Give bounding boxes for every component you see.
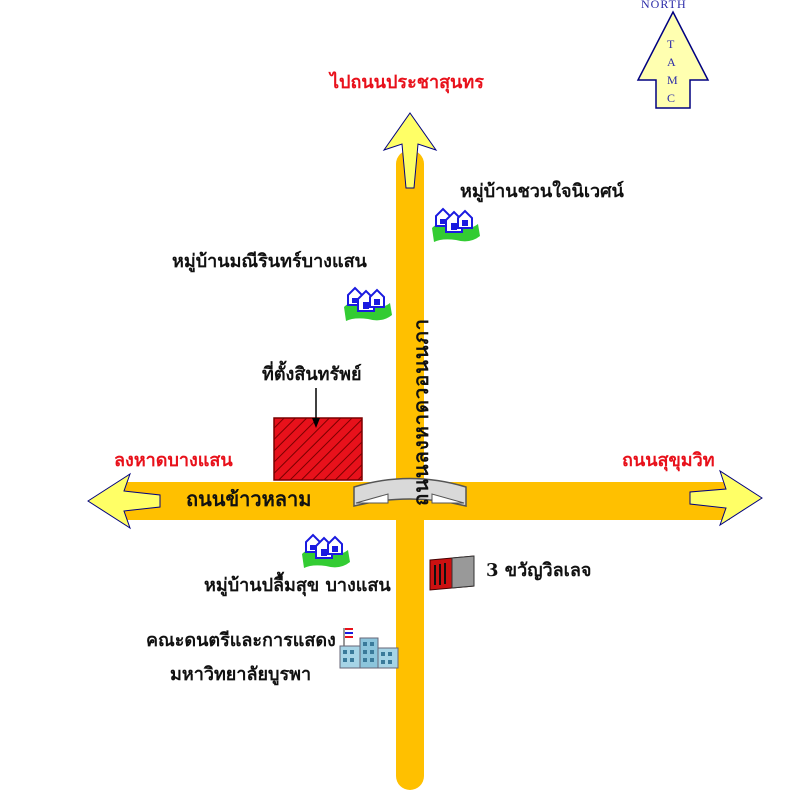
to-north-label: ไปถนนประชาสุนทร (330, 72, 484, 93)
village-chuan-label: หมู่บ้านชวนใจนิเวศน์ (460, 181, 624, 202)
bridge-icon (353, 477, 467, 507)
north-arrow-icon (382, 112, 438, 189)
store-label: 3 ขวัญวิลเลจ (486, 560, 592, 581)
property-label: ที่ตั้งสินทรัพย์ (262, 364, 362, 385)
house-icon-manee (343, 287, 393, 322)
north-label: NORTH (641, 0, 687, 11)
building-icon (339, 628, 399, 669)
compass-letter: C (667, 91, 676, 105)
to-east-label: ถนนสุขุมวิท (622, 450, 715, 471)
village-plum-label: หมู่บ้านปลื้มสุข บางแสน (204, 575, 391, 596)
west-arrow-icon (87, 472, 161, 530)
house-icon-chuan (431, 208, 481, 243)
village-manee-label: หมู่บ้านมณีรินทร์บางแสน (172, 251, 367, 272)
compass-icon: T A M C (636, 10, 710, 110)
house-icon-plum (301, 534, 351, 569)
faculty-label-line2: มหาวิทยาลัยบูรพา (170, 664, 312, 685)
to-west-label: ลงหาดบางแสน (114, 450, 233, 471)
compass-letter: A (667, 55, 676, 69)
vertical-road (396, 150, 424, 790)
east-arrow-icon (689, 469, 763, 527)
container-store-icon (429, 555, 475, 591)
compass-letter: M (667, 73, 678, 87)
faculty-label-line1: คณะดนตรีและการแสดง (146, 630, 336, 651)
property-marker (273, 417, 363, 481)
pointer-arrow-icon (312, 388, 320, 428)
vertical-road-label: ถนนลงหาดวอนนภา (409, 318, 433, 506)
compass-letter: T (667, 37, 675, 51)
horizontal-road-label: ถนนข้าวหลาม (186, 487, 312, 511)
